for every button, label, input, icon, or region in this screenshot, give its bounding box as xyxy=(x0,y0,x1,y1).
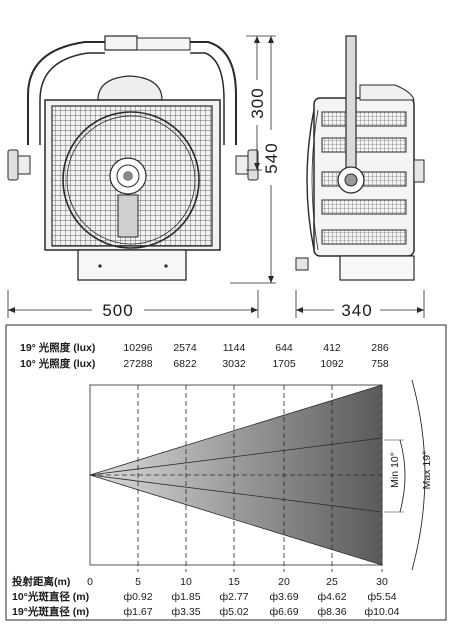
yoke-inner xyxy=(39,52,225,145)
spot19-value: ф6.69 xyxy=(269,606,298,618)
spot19-label: 19°光斑直径 (m) xyxy=(12,605,89,618)
knob-left xyxy=(7,149,19,181)
spot10-values: ф0.92 ф1.85 ф2.77 ф3.69 ф4.62 ф5.54 xyxy=(123,591,396,603)
max-angle-arc xyxy=(411,379,426,571)
distance-gridlines xyxy=(137,385,383,572)
dim-height-total: 540 xyxy=(262,142,281,173)
side-yoke-arm xyxy=(345,35,357,177)
side-top-cap xyxy=(359,84,415,101)
lux10-label: 10° 光照度 (lux) xyxy=(20,357,95,370)
spot10-value: ф4.62 xyxy=(317,591,346,603)
side-lens-rim xyxy=(306,109,315,251)
min-angle-label: Min 10° xyxy=(389,452,401,488)
ballast-box xyxy=(77,249,187,281)
lux10-value: 3032 xyxy=(222,358,246,370)
side-view xyxy=(295,35,425,281)
lux10-value: 1705 xyxy=(272,358,296,370)
spot10-value: ф5.54 xyxy=(367,591,396,603)
lux10-value: 6822 xyxy=(173,358,197,370)
distance-value: 5 xyxy=(135,576,141,588)
dimension-lines xyxy=(7,35,425,318)
spot19-value: ф10.04 xyxy=(365,606,400,618)
yoke-outer xyxy=(27,41,237,145)
lux10-value: 27288 xyxy=(123,358,152,370)
dim-height-lower: 300 xyxy=(248,87,267,118)
distance-value: 0 xyxy=(87,576,93,588)
side-ballast xyxy=(339,255,415,281)
spot19-value: ф1.67 xyxy=(123,606,152,618)
spot10-value: ф3.69 xyxy=(269,591,298,603)
distance-value: 20 xyxy=(278,576,290,588)
spot19-values: ф1.67 ф3.35 ф5.02 ф6.69 ф8.36 ф10.04 xyxy=(123,606,399,618)
housing-dome xyxy=(97,75,163,101)
spot19-value: ф5.02 xyxy=(219,606,248,618)
lamp-holder xyxy=(117,194,139,238)
lux19-value: 412 xyxy=(323,342,341,354)
distance-value: 10 xyxy=(180,576,192,588)
side-handle xyxy=(413,159,425,183)
spot19-value: ф3.35 xyxy=(171,606,200,618)
side-foot-knob xyxy=(295,257,309,271)
lux19-value: 1144 xyxy=(223,342,246,354)
lux19-value: 286 xyxy=(371,342,389,354)
spot19-value: ф8.36 xyxy=(317,606,346,618)
lux10-value: 758 xyxy=(371,358,389,370)
distance-values: 0 5 10 15 20 25 30 xyxy=(87,576,388,588)
lux19-value: 2574 xyxy=(173,342,197,354)
distance-label: 投射距离(m) xyxy=(12,575,70,588)
lux19-value: 10296 xyxy=(123,342,152,354)
dimension-arrows xyxy=(8,36,424,313)
max-angle-label: Max 19° xyxy=(421,451,433,490)
front-lens xyxy=(62,111,200,249)
spot10-value: ф2.77 xyxy=(219,591,248,603)
vent-slots xyxy=(321,111,407,245)
spot10-value: ф1.85 xyxy=(171,591,200,603)
distance-value: 25 xyxy=(326,576,338,588)
distance-value: 30 xyxy=(376,576,388,588)
min-angle-arc xyxy=(399,439,406,513)
distance-value: 15 xyxy=(228,576,240,588)
lux19-values: 10296 2574 1144 644 412 286 xyxy=(123,342,389,354)
dim-front-width: 500 xyxy=(102,301,133,320)
lux19-value: 644 xyxy=(275,342,293,354)
lux10-values: 27288 6822 3032 1705 1092 758 xyxy=(123,358,389,370)
yoke-clamp-left xyxy=(104,35,138,51)
lux10-value: 1092 xyxy=(320,358,344,370)
knob-left-neck xyxy=(17,155,31,175)
lux19-label: 19° 光照度 (lux) xyxy=(20,341,95,354)
knob-right-neck xyxy=(235,155,249,175)
dim-side-width: 340 xyxy=(341,301,372,320)
spot10-value: ф0.92 xyxy=(123,591,152,603)
spot10-label: 10°光斑直径 (m) xyxy=(12,590,89,603)
front-view xyxy=(7,35,259,281)
yoke-clamp-right xyxy=(136,37,191,51)
beam-panel: 19° 光照度 (lux) 10° 光照度 (lux) 10296 2574 1… xyxy=(5,324,447,621)
